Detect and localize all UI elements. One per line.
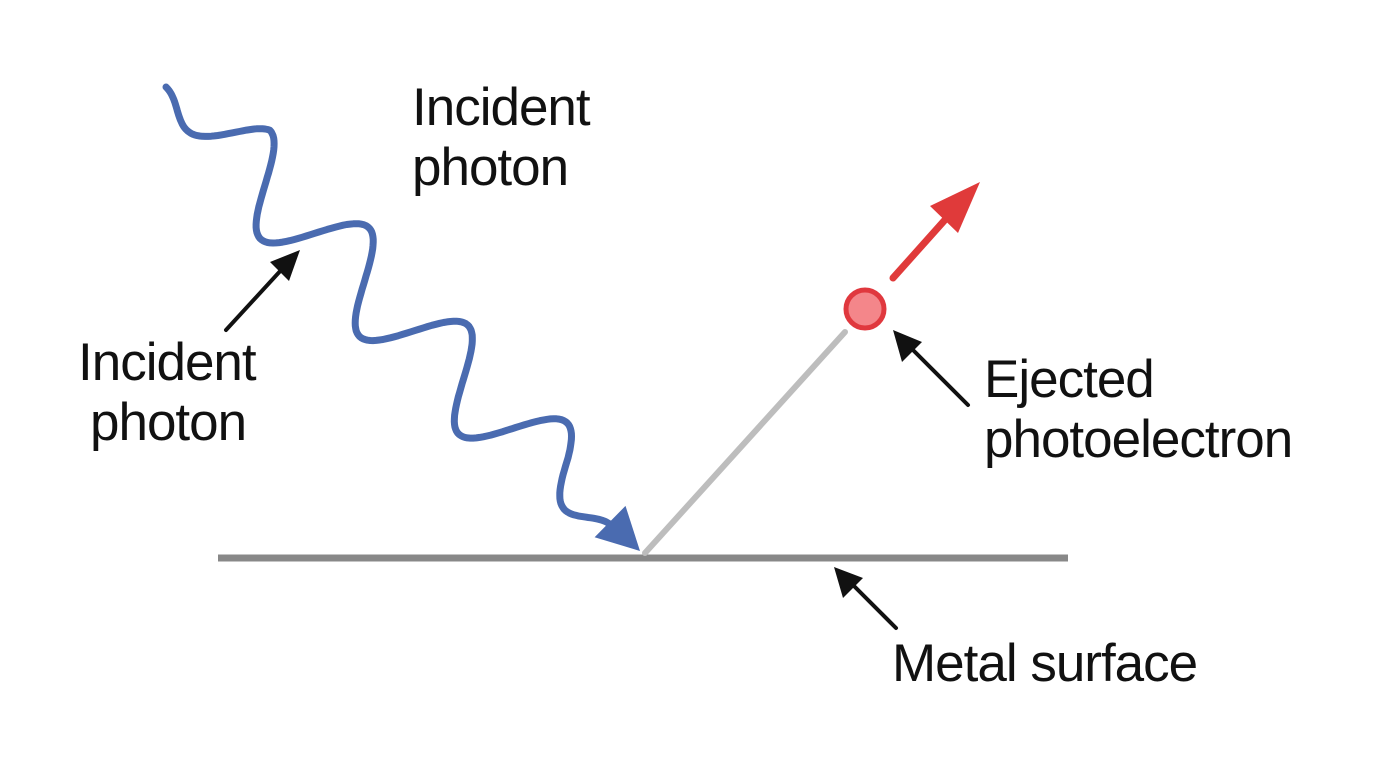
pointer-arrow-metal-surface [834,567,898,630]
label-ejected-photoelectron-line2: photoelectron [984,410,1293,469]
label-ejected-photoelectron: Ejected photoelectron [984,350,1293,470]
photon-wave-icon [162,83,616,530]
pointer-arrow-ejected-photoelectron [893,330,970,407]
label-incident-photon-left-line1: Incident [78,333,257,392]
label-incident-photon-top-line1: Incident [412,78,591,137]
electron-direction-arrow-shaft [889,208,956,282]
pointer-arrow-incident-photon [224,250,300,332]
label-incident-photon-top: Incident photon [412,78,591,198]
electron-direction-arrowhead-icon [930,182,980,233]
label-ejected-photoelectron-line1: Ejected [984,350,1155,409]
label-metal-surface-text: Metal surface [892,634,1198,693]
photon-arrowhead-icon [594,505,640,551]
electron-path-line [642,329,848,556]
label-incident-photon-left-line2: photon [90,393,247,452]
electron-particle-icon [843,287,887,331]
label-incident-photon-left: Incident photon [78,333,257,453]
label-incident-photon-top-line2: photon [412,138,569,197]
label-metal-surface: Metal surface [892,634,1198,694]
